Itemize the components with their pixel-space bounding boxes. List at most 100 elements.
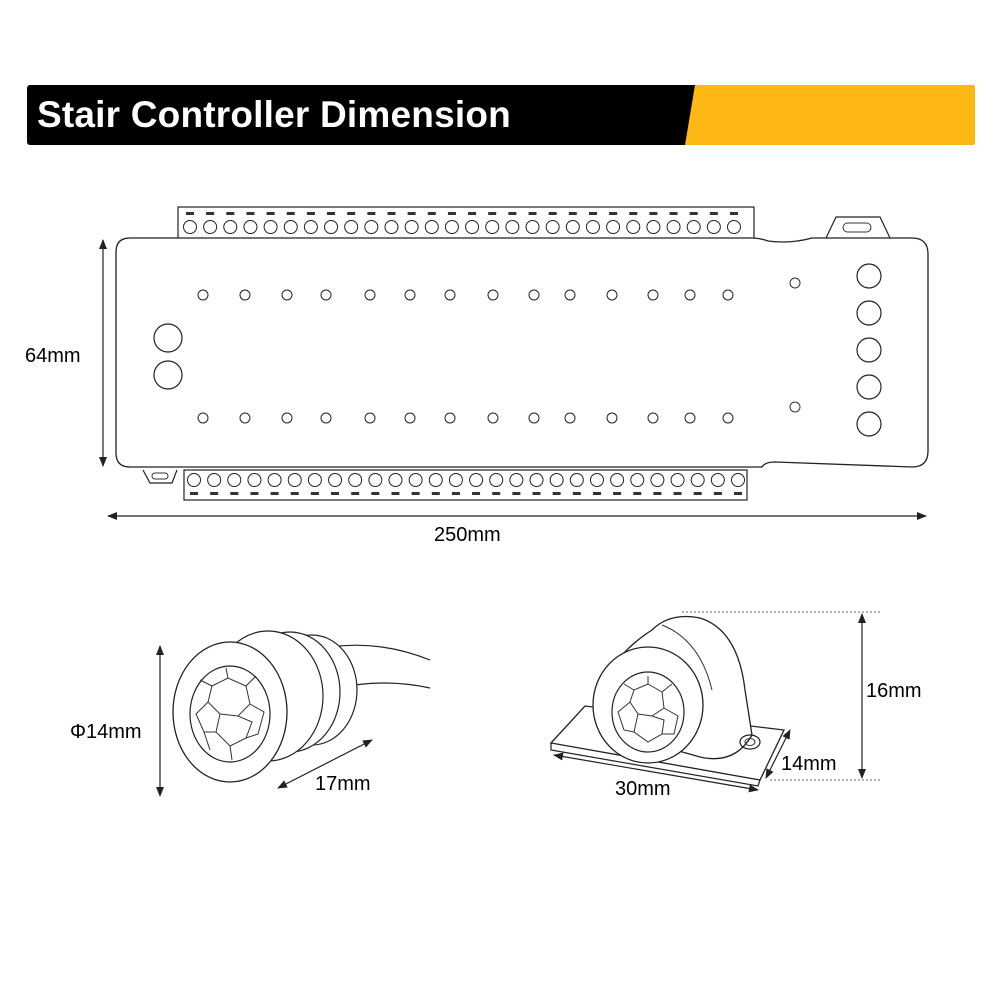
hole-top-row — [684, 289, 696, 301]
terminal-screw — [505, 220, 520, 234]
input-port-left-2 — [153, 360, 183, 390]
terminal-screw-slot — [310, 492, 319, 495]
hole-top-row — [320, 289, 332, 301]
hole-top-row — [487, 289, 499, 301]
hole-bottom-row — [281, 412, 293, 424]
terminal-screw-slot — [427, 212, 436, 215]
terminal-screw-slot — [391, 492, 400, 495]
terminal-screw-slot — [186, 212, 194, 215]
terminal-screw — [646, 220, 661, 234]
input-port-left-1 — [153, 323, 183, 353]
controller-width-label: 250mm — [434, 524, 501, 546]
terminal-screw — [448, 473, 463, 487]
terminal-screw-slot — [387, 212, 396, 215]
terminal-screw — [324, 220, 339, 234]
terminal-screw-slot — [210, 492, 219, 495]
terminal-screw — [444, 220, 459, 234]
bottom-terminals — [187, 473, 745, 495]
terminal-screw — [489, 473, 504, 487]
terminal-screw-slot — [552, 492, 561, 495]
terminal-screw — [344, 220, 359, 234]
terminal-screw-slot — [371, 492, 380, 495]
top-terminals — [183, 212, 741, 234]
terminal-screw — [368, 473, 383, 487]
terminal-screw — [364, 220, 379, 234]
terminal-screw — [710, 473, 725, 487]
terminal-screw — [428, 473, 443, 487]
terminal-screw-slot — [190, 492, 198, 495]
hole-bottom-row — [404, 412, 416, 424]
round-sensor-length-label: 17mm — [315, 773, 371, 795]
terminal-screw — [307, 473, 322, 487]
terminal-screw — [626, 220, 641, 234]
mounting-tab-left — [142, 469, 178, 484]
terminal-screw — [283, 220, 298, 234]
terminal-screw — [610, 473, 625, 487]
terminal-screw-slot — [609, 212, 618, 215]
top-terminal-strip — [177, 206, 755, 240]
fresnel-pattern — [195, 667, 265, 761]
terminal-screw-slot — [331, 492, 340, 495]
terminal-screw — [388, 473, 403, 487]
terminal-screw-slot — [411, 492, 420, 495]
terminal-screw — [384, 220, 399, 234]
terminal-screw-slot — [649, 212, 658, 215]
stair-controller: 64mm 250mm — [25, 206, 929, 546]
terminal-screw-slot — [286, 212, 295, 215]
hole-bottom-row — [320, 412, 332, 424]
terminal-screw-slot — [730, 212, 738, 215]
terminal-screw-slot — [629, 212, 638, 215]
hole-top-row — [528, 289, 540, 301]
terminal-screw — [267, 473, 282, 487]
terminal-screw — [690, 473, 705, 487]
terminal-screw — [404, 220, 419, 234]
terminal-screw — [469, 473, 484, 487]
hole-top-row — [647, 289, 659, 301]
terminal-screw-slot — [351, 492, 360, 495]
terminal-screw-slot — [488, 212, 497, 215]
terminal-screw — [187, 473, 201, 487]
terminal-screw — [686, 220, 701, 234]
terminal-screw — [565, 220, 580, 234]
terminal-screw — [670, 473, 685, 487]
terminal-screw-slot — [230, 492, 239, 495]
terminal-screw-slot — [572, 492, 581, 495]
mount-lens — [611, 671, 685, 753]
mounting-slot-left — [151, 472, 169, 480]
terminal-screw-slot — [653, 492, 662, 495]
controller-body — [115, 237, 929, 468]
terminal-screw-slot — [270, 492, 279, 495]
hole-bottom-row — [239, 412, 251, 424]
terminal-screw — [630, 473, 645, 487]
hole-bottom-row — [647, 412, 659, 424]
terminal-screw-slot — [709, 212, 718, 215]
terminal-screw — [485, 220, 500, 234]
hole-top-row — [404, 289, 416, 301]
hole-bottom-row — [722, 412, 734, 424]
mount-sensor: 16mm 14mm 30mm — [549, 611, 922, 800]
bottom-terminal-strip — [183, 469, 748, 501]
mount-screw-hole — [739, 734, 761, 750]
hole-bottom-row — [606, 412, 618, 424]
hole-bottom-row — [487, 412, 499, 424]
hole-top-row — [722, 289, 734, 301]
terminal-screw — [287, 473, 302, 487]
hole-top-row — [281, 289, 293, 301]
terminal-screw — [525, 220, 540, 234]
terminal-screw-slot — [226, 212, 235, 215]
terminal-screw — [348, 473, 363, 487]
terminal-screw — [606, 220, 621, 234]
terminal-screw-slot — [206, 212, 215, 215]
terminal-screw — [243, 220, 258, 234]
right-port — [856, 300, 882, 326]
terminal-screw-slot — [689, 212, 698, 215]
hole-bottom-row — [684, 412, 696, 424]
hole-bottom-row — [444, 412, 456, 424]
terminal-screw-slot — [327, 212, 336, 215]
terminal-screw-slot — [451, 492, 460, 495]
terminal-screw-slot — [250, 492, 259, 495]
terminal-screw-slot — [548, 212, 557, 215]
terminal-screw-slot — [673, 492, 682, 495]
length-dimension-line — [277, 739, 373, 789]
